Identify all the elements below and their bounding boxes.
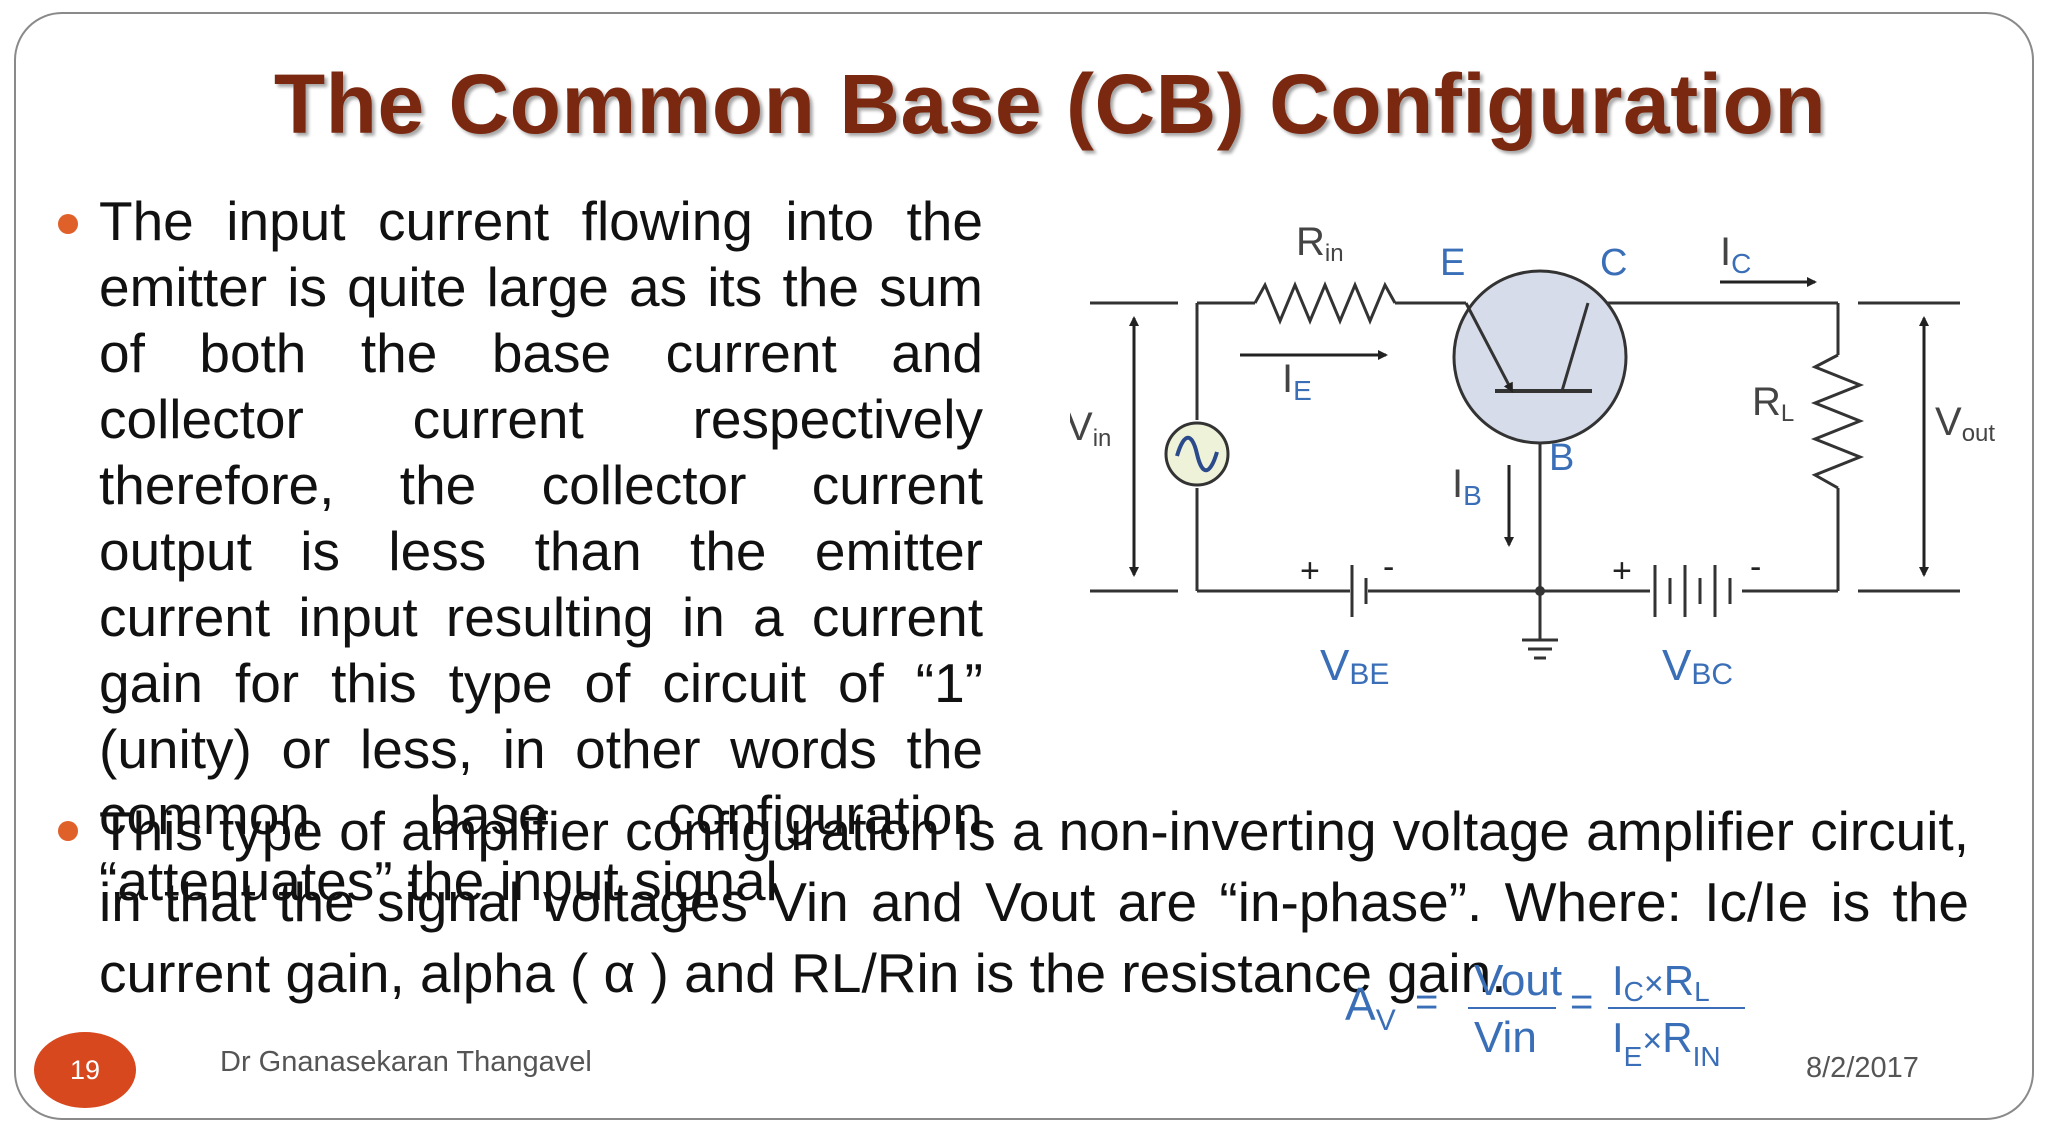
rl-label: RL [1752,380,1794,427]
vbe-plus-sign: + [1300,552,1320,590]
collector-label: C [1600,242,1627,284]
fraction-1-numerator: Vout [1474,956,1562,1005]
equals-sign-1: = [1415,980,1438,1024]
common-base-circuit-diagram: Rin E C B IC IE IB RL Vin Vout VBE VBC +… [1070,220,1995,691]
ie-label: IE [1282,357,1312,406]
vbe-label: VBE [1320,641,1389,691]
vout-label: Vout [1935,400,1995,447]
vin-label: Vin [1070,405,1111,452]
vbe-minus-sign: - [1383,548,1394,586]
voltage-gain-formula: AV = Vout Vin = IC×RL IE×RIN [1345,956,1745,1072]
bullet-point-1 [58,214,78,234]
base-label: B [1549,437,1574,479]
ground-junction [1535,586,1545,596]
rl-resistor [1810,353,1865,490]
vbc-minus-sign: - [1750,548,1761,586]
slide-title: The Common Base (CB) Configuration [273,57,1827,151]
av-symbol: AV [1345,978,1396,1037]
bullet-point-2 [58,821,78,841]
emitter-label: E [1440,242,1465,284]
ic-label: IC [1720,230,1751,279]
vbc-label: VBC [1662,641,1733,691]
slide-number-badge: 19 [34,1032,136,1108]
vbe-battery [1350,565,1368,617]
rin-resistor [1253,281,1397,325]
pnp-transistor [1452,269,1628,445]
fraction-2-numerator: IC×RL [1612,957,1710,1007]
slide-frame [14,12,2034,1120]
vbc-battery [1653,565,1732,617]
ground-symbol [1522,638,1558,660]
ib-label: IB [1452,462,1482,511]
rin-label: Rin [1296,220,1344,267]
bullet-2-text: This type of amplifier configuration is … [99,800,1969,1004]
ac-source [1164,421,1230,487]
bullet-1-text: The input current flowing into the emitt… [99,190,983,912]
fraction-1-denominator: Vin [1474,1013,1537,1062]
equals-sign-2: = [1570,980,1593,1024]
author-name: Dr Gnanasekaran Thangavel [220,1046,592,1078]
slide-date: 8/2/2017 [1806,1052,1919,1084]
vbc-plus-sign: + [1612,552,1632,590]
fraction-2-denominator: IE×RIN [1612,1014,1721,1072]
